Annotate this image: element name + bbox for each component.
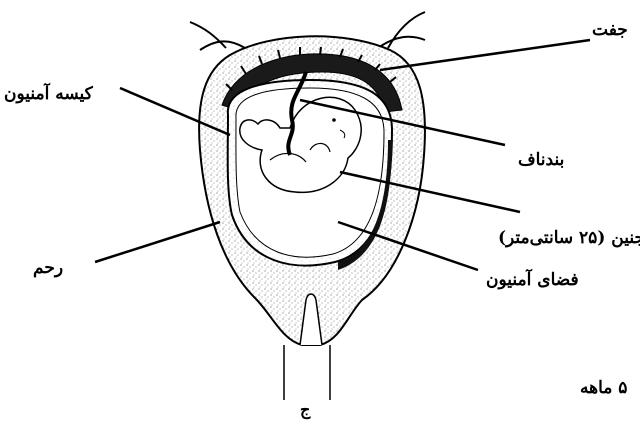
leader-uterus	[95, 222, 220, 262]
right-tube	[378, 37, 425, 48]
right-tube-upper	[388, 12, 425, 48]
label-amniotic-sac: کیسه آمنیون	[4, 86, 93, 103]
label-embryo: جنین (۲۵ سانتی‌متر)	[498, 230, 640, 247]
label-umbilical-cord: بندناف	[518, 152, 564, 169]
leader-placenta	[380, 40, 590, 70]
label-placenta: جفت	[592, 22, 628, 39]
left-tube-upper	[190, 22, 226, 48]
label-amniotic-space: فضای آمنیون	[486, 272, 579, 289]
label-age: ۵ ماهه	[580, 380, 627, 397]
panel-letter: ج	[300, 402, 310, 418]
label-uterus: رحم	[33, 260, 63, 277]
